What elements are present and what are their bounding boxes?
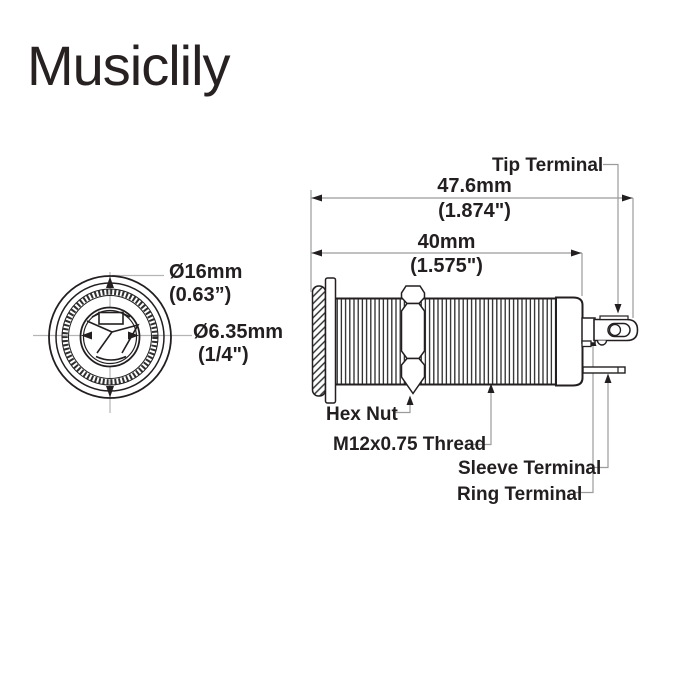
thread-length-imperial: (1.575") [410,255,483,277]
brand-logo: Musiclily [27,34,231,97]
outer-diameter-imperial: (0.63”) [169,284,232,306]
overall-length-label: 47.6mm (1.874") [402,175,547,222]
jack-bore-outer-circle [79,306,141,368]
jack-contacts [86,311,140,361]
terminal-top-tab [599,315,629,321]
knurl-outer-circle [61,288,159,386]
tip-terminal-part [581,315,639,348]
thread-length-label: 40mm (1.575") [374,231,519,277]
jack-bore-inner-circle [82,309,138,365]
tip-terminal-label: Tip Terminal [492,155,604,176]
thread-spec-label: M12x0.75 Thread [333,434,487,455]
overall-length-imperial: (1.874") [438,200,511,222]
hex-nut-part [400,285,426,395]
sleeve-terminal-label: Sleeve Terminal [458,458,602,479]
dim-arrow-up [106,276,114,288]
dimension-arrowheads [311,194,633,257]
knurled-ring [62,289,158,385]
inner-diameter-metric: Ø6.35mm [193,321,284,343]
terminal-notch [596,340,608,346]
hex-nut-label: Hex Nut [326,404,398,425]
knurl-inner-circle [68,295,152,379]
barrel-end-collar [555,296,584,387]
flange-plate [324,277,337,404]
dim-arrow-down [106,386,114,398]
knurled-flange [311,285,327,397]
leader-lines [394,163,619,494]
outer-diameter-metric: Ø16mm [169,261,243,283]
ring-terminal-label: Ring Terminal [457,484,583,505]
outer-rim-circle [48,275,172,399]
ring-terminal-leader [574,342,594,494]
side-view-drawing [311,277,639,404]
inner-diameter-imperial: (1/4") [198,344,249,366]
outer-diameter-label: Ø16mm (0.63”) [169,261,242,307]
thread-leader [472,389,492,446]
dim-arrow-left [81,331,92,340]
side-view-dimensions [310,190,634,318]
thread-length-metric: 40mm [417,231,476,253]
terminal-hole [608,323,622,337]
threaded-barrel [336,299,558,384]
front-view-drawing [33,272,192,413]
overall-length-metric: 47.6mm [437,175,512,197]
sleeve-lug-rod [582,366,626,374]
dim-arrow-right [128,331,139,340]
sleeve-terminal-leader [590,379,609,469]
inner-diameter-label: Ø6.35mm (1/4") [193,321,283,367]
terminal-slot [607,322,631,338]
tip-terminal-leader [603,163,619,308]
